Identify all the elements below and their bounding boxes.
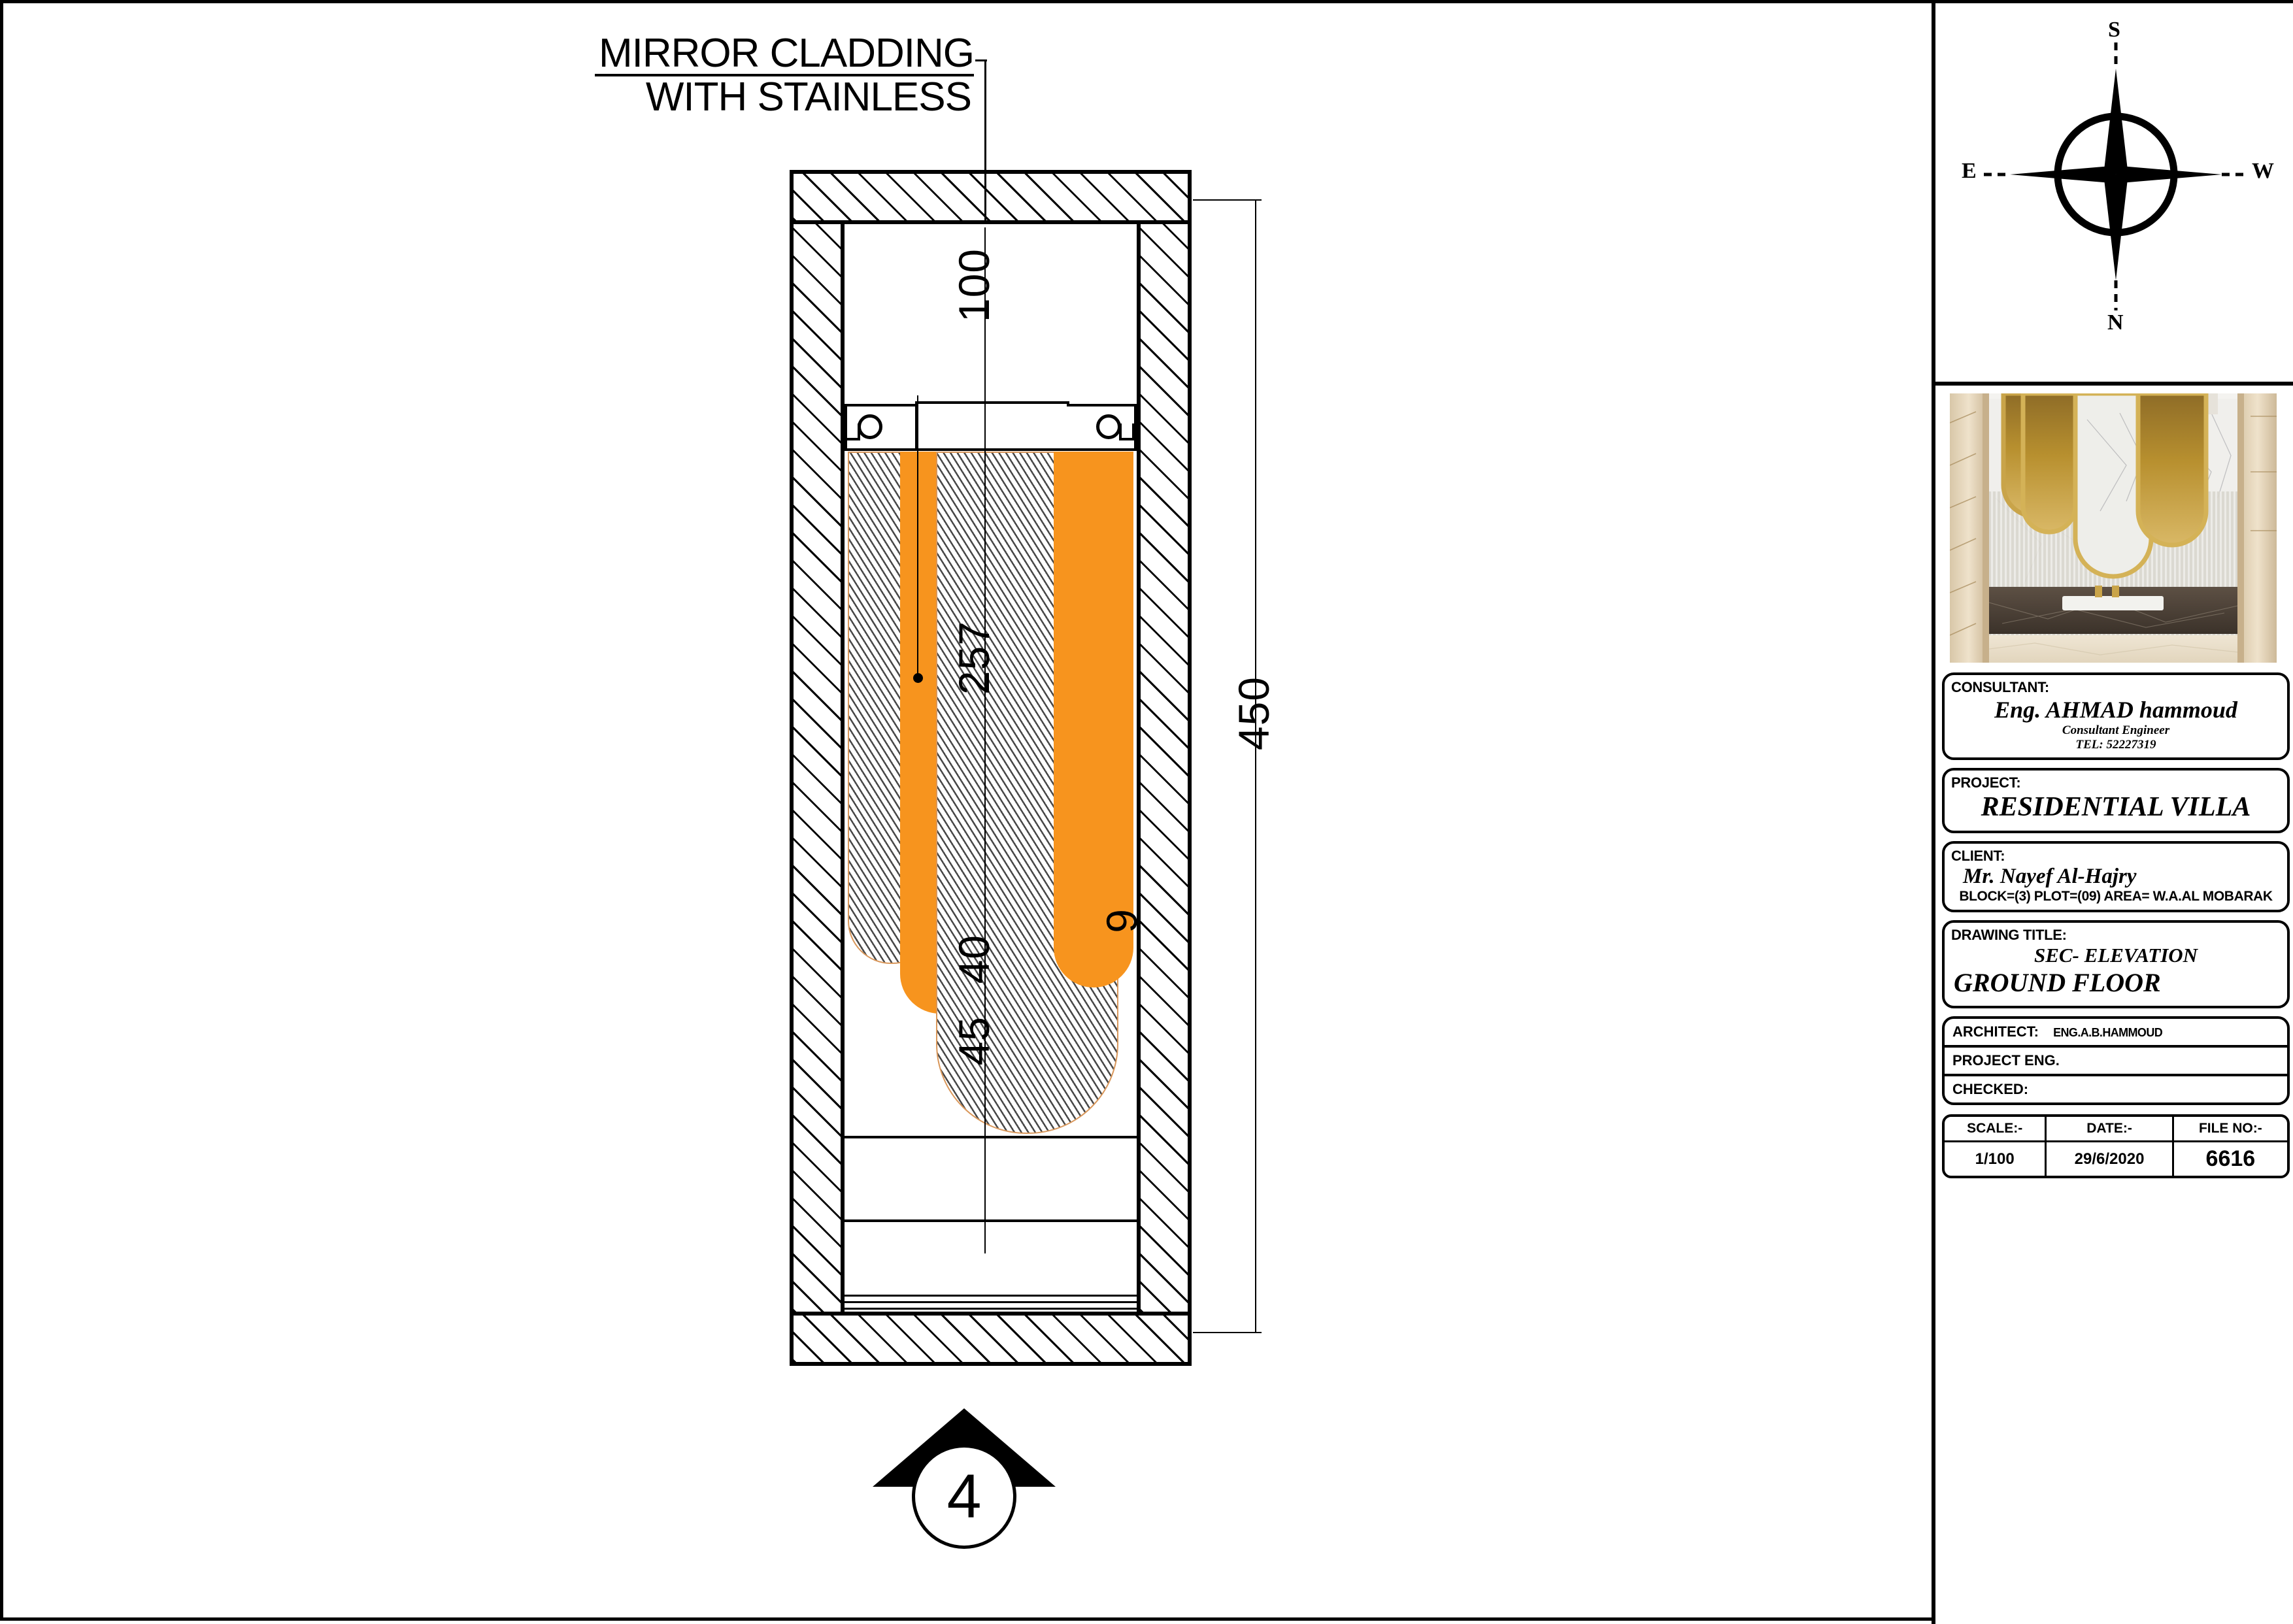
arch-center-dot: [913, 673, 923, 683]
client-label: CLIENT:: [1951, 848, 2005, 864]
consultant-tel: TEL: 52227319: [2075, 738, 2156, 752]
title-panel: S N E W: [1932, 3, 2293, 1624]
scale-value: 1/100: [1945, 1140, 2047, 1176]
date-value: 29/6/2020: [2045, 1140, 2174, 1176]
project-name: RESIDENTIAL VILLA: [1981, 792, 2251, 822]
footer-header-row: SCALE:- DATE:- FILE NO:-: [1945, 1117, 2287, 1142]
dim-450-line: [1255, 199, 1256, 1333]
file-label: FILE NO:-: [2171, 1117, 2287, 1142]
cornice-lip-right: [1119, 423, 1135, 440]
titleblock-project: PROJECT: RESIDENTIAL VILLA: [1942, 768, 2290, 833]
section-elevation-drawing: [790, 170, 1192, 1366]
dim-40-leader: [984, 1085, 986, 1168]
north-arrow-icon: [1984, 42, 2248, 310]
skirting-line-3: [845, 1308, 1137, 1310]
cove-light-left-icon: [858, 414, 882, 439]
counter-band-lower: [845, 1219, 1137, 1297]
client-plot: BLOCK=(3) PLOT=(09) AREA= W.A.AL MOBARAK: [1959, 889, 2273, 904]
cove-light-right-icon: [1096, 414, 1121, 439]
dim-100-leader: [984, 227, 986, 443]
skirting-line-1: [845, 1295, 1137, 1297]
titleblock-client: CLIENT: Mr. Nayef Al-Hajry BLOCK=(3) PLO…: [1942, 841, 2290, 912]
project-label: PROJECT:: [1951, 774, 2021, 791]
interior-render-image: [1950, 393, 2277, 663]
left-wall: [790, 224, 845, 1312]
file-value: 6616: [2171, 1140, 2287, 1176]
arch-center-leader: [917, 395, 918, 676]
consultant-role: Consultant Engineer: [2062, 723, 2170, 737]
drawing-title-1: SEC- ELEVATION: [2034, 944, 2198, 967]
titleblock: CONSULTANT: Eng. AHMAD hammoud Consultan…: [1935, 672, 2293, 1178]
mirror-cladding-note: MIRROR CLADDING WITH STAINLESS: [595, 33, 975, 120]
room-cavity: [845, 224, 1137, 1312]
note-leader-horizontal: [975, 59, 987, 61]
reference-photo: [1950, 393, 2277, 663]
dim-257-leader: [984, 395, 986, 1085]
titleblock-drawing: DRAWING TITLE: SEC- ELEVATION GROUND FLO…: [1942, 920, 2290, 1008]
compass-label-right: W: [2252, 159, 2274, 183]
section-number: 4: [912, 1444, 1016, 1549]
drawing-area: MIRROR CLADDING WITH STAINLESS: [3, 3, 1932, 1617]
counter-band-upper: [845, 1136, 1137, 1222]
reference-photo-cell: [1935, 386, 2293, 670]
consultant-name: Eng. AHMAD hammoud: [1994, 697, 2237, 723]
note-line-1: MIRROR CLADDING: [595, 33, 975, 77]
cornice-center-box: [915, 401, 1069, 451]
footer-value-row: 1/100 29/6/2020 6616: [1945, 1140, 2287, 1176]
note-leader-vertical: [984, 61, 986, 227]
dim-45-leader: [984, 1168, 986, 1253]
dim-45-text: 45: [950, 1016, 998, 1066]
note-line-2: WITH STAINLESS: [645, 75, 972, 120]
scale-label: SCALE:-: [1945, 1117, 2047, 1142]
titleblock-roles: ARCHITECT: ENG.A.B.HAMMOUD PROJECT ENG. …: [1942, 1016, 2290, 1105]
dim-9-text: 9: [1097, 908, 1146, 933]
floor-slab: [790, 1312, 1192, 1366]
date-label: DATE:-: [2045, 1117, 2174, 1142]
dim-450-extension-bottom: [1193, 1332, 1262, 1333]
dim-257-text: 257: [950, 621, 998, 695]
checked-label: CHECKED:: [1952, 1081, 2029, 1097]
architect-row: ARCHITECT: ENG.A.B.HAMMOUD: [1945, 1019, 2287, 1048]
titleblock-consultant: CONSULTANT: Eng. AHMAD hammoud Consultan…: [1942, 672, 2290, 760]
compass-cell: S N E W: [1935, 3, 2293, 386]
architect-label: ARCHITECT:: [1952, 1023, 2039, 1040]
project-eng-label: PROJECT ENG.: [1945, 1048, 2287, 1076]
ceiling-slab: [790, 170, 1192, 224]
skirting-line-2: [845, 1301, 1137, 1303]
cornice-cove-detail: [845, 401, 1137, 453]
dim-100-text: 100: [950, 248, 998, 323]
dim-450-text: 450: [1230, 676, 1278, 751]
dim-450-extension-top: [1193, 199, 1262, 201]
dim-40-text: 40: [950, 935, 998, 984]
section-marker: 4: [873, 1408, 1056, 1559]
right-wall: [1137, 224, 1192, 1312]
drawing-title-2: GROUND FLOOR: [1954, 968, 2161, 997]
compass-label-top: S: [2108, 18, 2120, 42]
compass-label-left: E: [1962, 159, 1977, 183]
mirror-arch-panel-2: [1054, 452, 1133, 987]
consultant-label: CONSULTANT:: [1951, 679, 2049, 695]
titleblock-footer: SCALE:- DATE:- FILE NO:- 1/100 29/6/2020…: [1942, 1114, 2290, 1178]
cornice-lip-left: [845, 423, 860, 440]
drawing-label: DRAWING TITLE:: [1951, 927, 2067, 943]
client-name: Mr. Nayef Al-Hajry: [1963, 865, 2137, 888]
architect-value: ENG.A.B.HAMMOUD: [2053, 1026, 2163, 1039]
compass-label-bottom: N: [2107, 310, 2124, 335]
